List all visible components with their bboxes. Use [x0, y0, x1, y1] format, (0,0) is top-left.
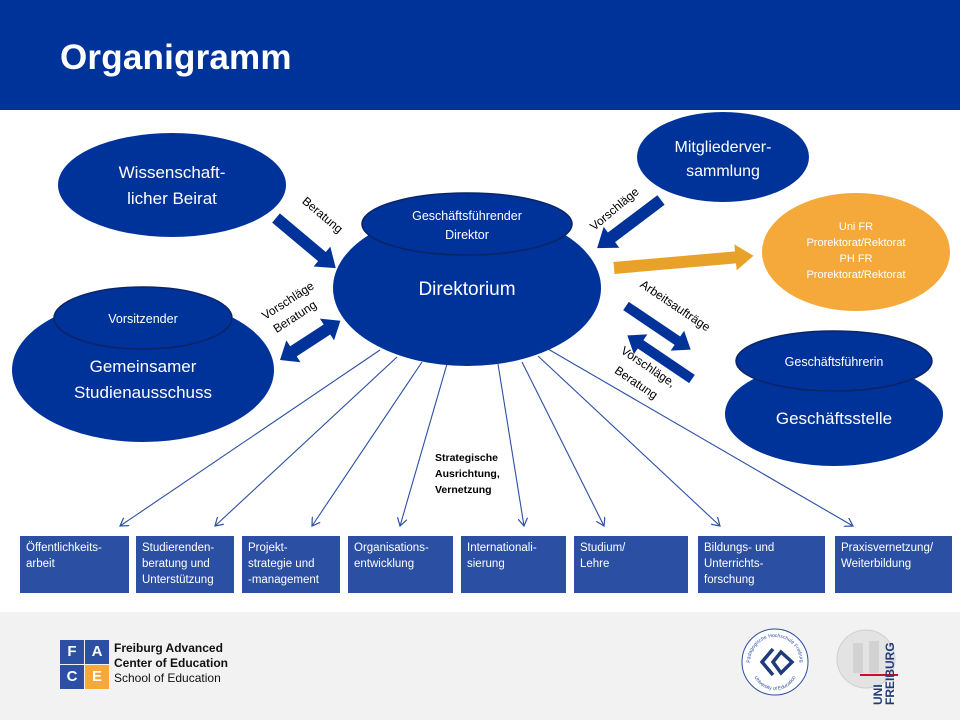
ph-freiburg-seal-logo: Pädagogische Hochschule Freiburg Univers…	[741, 628, 809, 696]
cap-vorsitzender-label: Vorsitzender	[108, 312, 177, 326]
cap-direktor-line-1: Geschäftsführender	[412, 209, 522, 223]
area-line: Unterrichts-	[704, 558, 764, 570]
cap-direktor-line-2: Direktor	[445, 228, 489, 242]
label-strategie-1: Strategische	[435, 452, 498, 464]
node-beirat-line-1: Wissenschaft-	[119, 163, 226, 182]
area-line: Projekt-	[248, 542, 288, 554]
area-line: entwicklung	[354, 558, 415, 570]
uni-freiburg-logo: UNI FREIBURG	[836, 629, 898, 705]
ph-seal-chevron-icon	[759, 647, 775, 677]
area-box-organisationsentwicklung: Organisations- entwicklung	[348, 536, 453, 593]
face-letter-a: A	[85, 640, 109, 664]
area-line: Bildungs- und	[704, 542, 775, 554]
uni-seal-icon	[836, 629, 896, 689]
area-line: beratung und	[142, 558, 210, 570]
area-line: strategie und	[248, 558, 315, 570]
fan-line	[215, 356, 398, 526]
area-line: Unterstützung	[142, 574, 214, 586]
cap-geschaeftsfuehrerin	[735, 330, 933, 392]
node-studienausschuss-line-1: Gemeinsamer	[90, 357, 197, 376]
node-rektorat-line-3: PH FR	[840, 253, 873, 265]
area-line: Weiterbildung	[841, 558, 912, 570]
header-bar: Organigramm	[0, 0, 960, 110]
label-strategie-3: Vernetzung	[435, 484, 492, 496]
node-rektorat-line-1: Uni FR	[839, 221, 873, 233]
fan-line	[312, 361, 423, 526]
cap-geschaeftsfuehrender-direktor	[361, 192, 573, 256]
node-studienausschuss: Gemeinsamer Studienausschuss Vorsitzende…	[12, 286, 274, 442]
face-name-3: School of Education	[114, 671, 221, 685]
face-letter-f: F	[60, 640, 84, 664]
page-title: Organigramm	[60, 38, 292, 77]
label-beratung: Beratung	[299, 194, 345, 236]
label-strategie-2: Ausrichtung,	[435, 468, 500, 480]
fan-line	[537, 355, 720, 526]
area-line: Studium/	[580, 542, 626, 554]
arrow-rektorat	[613, 244, 754, 274]
node-direktorium: Direktorium Geschäftsführender Direktor	[333, 192, 601, 366]
uni-logo-uni: UNI	[871, 684, 885, 705]
area-box-studierendenberatung: Studierenden- beratung und Unterstützung	[136, 536, 234, 593]
node-geschaeftsstelle-label: Geschäftsstelle	[776, 409, 892, 428]
area-box-oeffentlichkeitsarbeit: Öffentlichkeits- arbeit	[20, 536, 129, 593]
arrow-vorschlaege-beratung	[280, 318, 341, 363]
area-box-praxisvernetzung: Praxisvernetzung/ Weiterbildung	[835, 536, 952, 593]
area-box-studium-lehre: Studium/ Lehre	[574, 536, 688, 593]
uni-logo-freiburg: FREIBURG	[883, 642, 897, 705]
fan-line	[400, 363, 448, 526]
node-rektorat-line-2: Prorektorat/Rektorat	[806, 237, 905, 249]
area-line: -management	[248, 574, 319, 586]
area-line: arbeit	[26, 558, 55, 570]
fan-lines	[120, 348, 853, 526]
node-mitglieder-line-1: Mitgliederver-	[675, 139, 772, 156]
ph-seal-diamond-icon	[770, 649, 795, 676]
face-name-1: Freiburg Advanced	[114, 641, 223, 655]
cap-geschaeftsfuehrerin-label: Geschäftsführerin	[785, 355, 884, 369]
node-beirat-line-2: licher Beirat	[127, 189, 217, 208]
area-box-projektstrategie: Projekt- strategie und -management	[242, 536, 340, 593]
node-rektorat: Uni FR Prorektorat/Rektorat PH FR Prorek…	[762, 193, 950, 311]
area-box-internationalisierung: Internationali- sierung	[461, 536, 566, 593]
area-line: Internationali-	[467, 542, 537, 554]
cap-vorsitzender	[53, 286, 233, 350]
face-logo-text: Freiburg Advanced Center of Education Sc…	[114, 641, 228, 686]
fan-line	[547, 348, 853, 526]
area-line: Öffentlichkeits-	[26, 542, 102, 554]
area-line: Organisations-	[354, 542, 429, 554]
org-diagram: Wissenschaft- licher Beirat Mitgliederve…	[12, 112, 950, 612]
node-studienausschuss-line-2: Studienausschuss	[74, 383, 212, 402]
arrow-beratung	[272, 213, 336, 269]
node-rektorat-line-4: Prorektorat/Rektorat	[806, 269, 905, 281]
face-letter-c: C	[60, 665, 84, 689]
arrow-vorschlaege-beratung-2	[627, 334, 695, 384]
area-line: Studierenden-	[142, 542, 215, 554]
node-geschaeftsstelle: Geschäftsstelle Geschäftsführerin	[725, 330, 943, 466]
node-direktorium-label: Direktorium	[418, 279, 515, 300]
fan-line	[120, 349, 381, 526]
node-mitglieder-line-2: sammlung	[686, 163, 760, 180]
node-mitgliederversammlung: Mitgliederver- sammlung	[637, 112, 809, 202]
area-line: Lehre	[580, 558, 610, 570]
area-line: sierung	[467, 558, 505, 570]
area-box-bildungsforschung: Bildungs- und Unterrichts- forschung	[698, 536, 825, 593]
arrow-vorschlaege	[597, 195, 665, 249]
face-logo: F A C E	[60, 640, 110, 690]
area-line: Praxisvernetzung/	[841, 542, 934, 554]
face-letter-e: E	[85, 665, 109, 689]
fan-line	[521, 361, 604, 526]
face-name-2: Center of Education	[114, 656, 229, 670]
area-line: forschung	[704, 574, 755, 586]
fan-line	[497, 363, 524, 526]
node-beirat: Wissenschaft- licher Beirat	[58, 133, 286, 237]
arrow-arbeitsauftraege	[623, 301, 691, 351]
